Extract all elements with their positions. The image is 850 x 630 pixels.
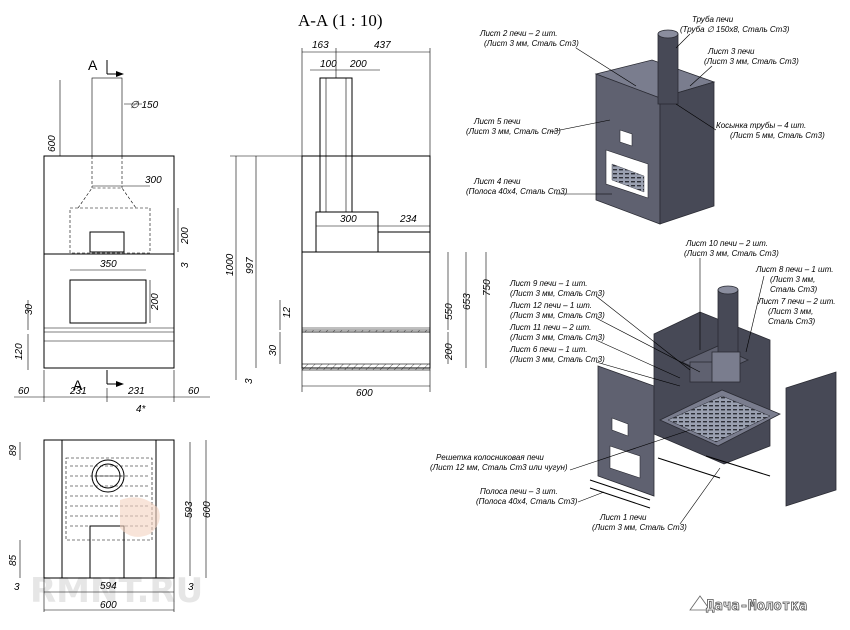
dim-fire-height: 200: [150, 293, 161, 311]
dim-h3: 3: [244, 378, 255, 384]
iso-exploded: [589, 285, 837, 509]
dim-600-v: 600: [202, 501, 213, 518]
callout-grate-l2: (Лист 12 мм, Сталь Ст3 или чугун): [430, 463, 568, 472]
dim-bottom-120: 120: [14, 343, 25, 360]
callout-list11-l2: (Лист 3 мм, Сталь Ст3): [510, 333, 605, 342]
dim-h1000: 1000: [225, 253, 236, 276]
callout-list5-l1: Лист 5 печи: [473, 117, 521, 126]
callout-list2-l1: Лист 2 печи – 2 шт.: [479, 29, 558, 38]
callout-list5-l2: (Лист 3 мм, Сталь Ст3): [466, 127, 561, 136]
dim-h653: 653: [462, 293, 473, 310]
callout-list3-l2: (Лист 3 мм, Сталь Ст3): [704, 57, 799, 66]
dim-door-width: 300: [145, 175, 162, 186]
callout-list10-l2: (Лист 3 мм, Сталь Ст3): [684, 249, 779, 258]
callout-pipe-l2: (Труба ∅ 150х8, Сталь Ст3): [680, 25, 790, 34]
dim-w231-a: 231: [69, 386, 87, 397]
dim-w600: 600: [356, 388, 373, 399]
callout-list10-l1: Лист 10 печи – 2 шт.: [685, 239, 768, 248]
logo-text: Дача-Молотка: [706, 598, 807, 614]
callout-list12-l2: (Лист 3 мм, Сталь Ст3): [510, 311, 605, 320]
dim-h12: 12: [282, 306, 293, 318]
dim-3-right: 3: [188, 582, 194, 593]
callout-list7-l2: (Лист 3 мм,: [768, 307, 813, 316]
dim-w163: 163: [312, 40, 329, 51]
dim-89: 89: [8, 444, 19, 456]
dim-pipe-dia: ∅ 150: [130, 100, 159, 111]
dim-w100: 100: [320, 59, 337, 70]
callout-grate-l1: Решетка колосниковая печи: [436, 453, 544, 462]
dim-600: 600: [100, 600, 117, 611]
dim-w231-b: 231: [127, 386, 145, 397]
dim-w300: 300: [340, 214, 357, 225]
dim-w200: 200: [349, 59, 367, 70]
callout-kosinka-l1: Косынка трубы – 4 шт.: [716, 121, 806, 130]
dim-bottom-30: 30: [24, 303, 35, 315]
dim-594: 594: [100, 581, 117, 592]
section-view: А-А (1 : 10) 163 437 100 200 1000 997 12…: [225, 11, 493, 399]
dim-w60-right: 60: [188, 386, 200, 397]
callout-list1-l1: Лист 1 печи: [599, 513, 647, 522]
dim-h30: 30: [268, 344, 279, 356]
dim-3-left: 3: [14, 582, 20, 593]
callout-strip-l1: Полоса печи – 3 шт.: [480, 487, 558, 496]
callout-list3-l1: Лист 3 печи: [707, 47, 755, 56]
section-marker-top: А: [88, 57, 98, 73]
callouts-top: Лист 2 печи – 2 шт. (Лист 3 мм, Сталь Ст…: [466, 15, 825, 196]
callout-strip-l2: (Полоса 40х4, Сталь Ст3): [476, 497, 578, 506]
callout-list6-l1: Лист 6 печи – 1 шт.: [509, 345, 588, 354]
dim-upper-height: 200: [180, 227, 191, 245]
callout-list12-l1: Лист 12 печи – 1 шт.: [509, 301, 592, 310]
callout-kosinka-l2: (Лист 5 мм, Сталь Ст3): [730, 131, 825, 140]
dim-85: 85: [8, 554, 19, 566]
section-marker-bottom: А: [73, 377, 83, 393]
dim-w4: 4*: [136, 404, 147, 415]
callout-list1-l2: (Лист 3 мм, Сталь Ст3): [592, 523, 687, 532]
callouts-bottom: Лист 10 печи – 2 шт. (Лист 3 мм, Сталь С…: [430, 239, 836, 532]
dim-h200: 200: [444, 343, 455, 361]
callout-pipe-l1: Труба печи: [692, 15, 734, 24]
dim-h550: 550: [444, 303, 455, 320]
callout-list7-l3: Сталь Ст3): [768, 317, 816, 326]
dim-chimney-height: 600: [47, 135, 58, 152]
top-view: 89 85 593 600 3 594 3 600: [8, 439, 213, 612]
callout-list7-l1: Лист 7 печи – 2 шт.: [757, 297, 836, 306]
dim-gap-3: 3: [180, 262, 191, 268]
callout-list4-l1: Лист 4 печи: [473, 177, 521, 186]
callout-list4-l2: (Полоса 40х4, Сталь Ст3): [466, 187, 568, 196]
dim-w234: 234: [399, 214, 417, 225]
logo: Дача-Молотка: [689, 595, 808, 614]
dim-h750: 750: [482, 279, 493, 296]
iso-assembled: [594, 29, 716, 225]
callout-list8-l3: Сталь Ст3): [770, 285, 818, 294]
dim-w60-left: 60: [18, 386, 30, 397]
section-title: А-А (1 : 10): [298, 11, 383, 30]
callout-list9-l1: Лист 9 печи – 1 шт.: [509, 279, 588, 288]
callout-list8-l1: Лист 8 печи – 1 шт.: [755, 265, 834, 274]
front-view: А А 600 ∅ 150 300 200 3 350 200 30 120 6…: [14, 57, 210, 415]
dim-h997: 997: [245, 257, 256, 274]
hand-sketch-icon: [120, 497, 160, 537]
dim-fire-width: 350: [100, 259, 117, 270]
callout-list11-l1: Лист 11 печи – 2 шт.: [509, 323, 591, 332]
dim-w437: 437: [374, 40, 391, 51]
callout-list6-l2: (Лист 3 мм, Сталь Ст3): [510, 355, 605, 364]
callout-list8-l2: (Лист 3 мм,: [770, 275, 815, 284]
dim-593: 593: [184, 501, 195, 518]
callout-list9-l2: (Лист 3 мм, Сталь Ст3): [510, 289, 605, 298]
callout-list2-l2: (Лист 3 мм, Сталь Ст3): [484, 39, 579, 48]
